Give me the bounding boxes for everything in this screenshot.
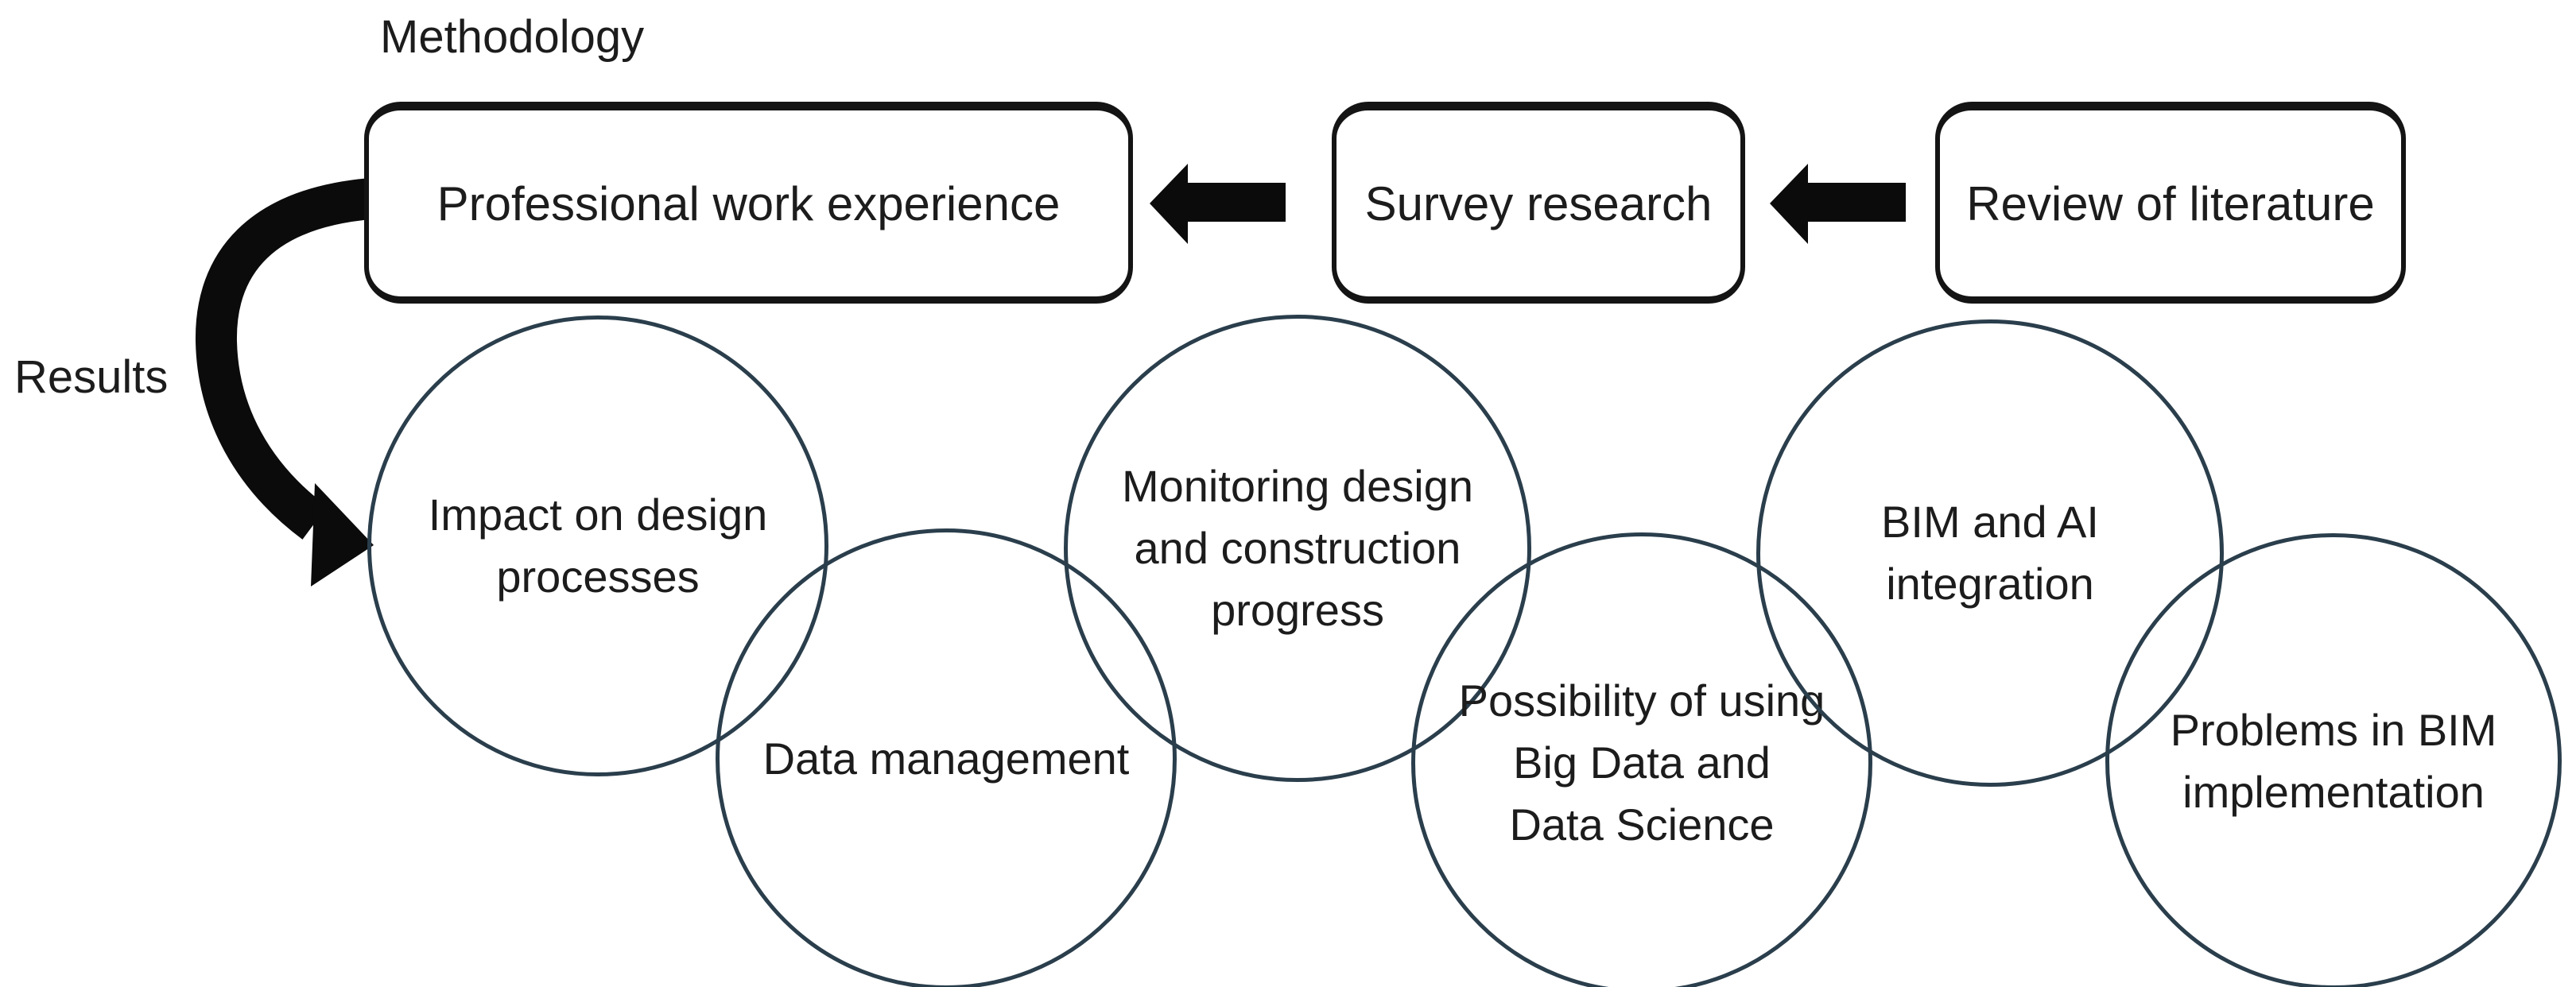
circle-label-line: Problems in BIM <box>2170 705 2497 755</box>
circle-monitoring-design-construction-progress: Monitoring design and construction progr… <box>1064 315 1531 782</box>
curved-results-arrow <box>195 178 374 586</box>
circle-label-line: Possibility of using <box>1458 675 1825 726</box>
box-survey-research: Survey research <box>1332 102 1745 304</box>
circle-data-management: Data management <box>716 528 1177 987</box>
circle-problems-in-bim-implementation: Problems in BIM implementation <box>2105 533 2562 987</box>
circle-label-line: processes <box>496 552 700 602</box>
methodology-label: Methodology <box>380 11 645 63</box>
circle-label-line: Impact on design <box>428 490 768 540</box>
circle-label-line: Data management <box>762 733 1130 784</box>
circle-label-line: and construction <box>1134 523 1461 573</box>
circle-label-line: progress <box>1211 585 1384 635</box>
box-professional-work-experience: Professional work experience <box>364 102 1133 304</box>
box-label: Review of literature <box>1966 176 2375 230</box>
arrow-survey-to-professional <box>1150 164 1286 244</box>
results-label: Results <box>14 351 169 403</box>
circle-label-line: Monitoring design <box>1121 461 1474 511</box>
circle-label-line: BIM and AI <box>1881 497 2099 547</box>
circle-label-line: implementation <box>2182 767 2485 817</box>
box-label: Professional work experience <box>436 176 1061 230</box>
circle-label-line: integration <box>1886 559 2094 609</box>
box-review-of-literature: Review of literature <box>1935 102 2406 304</box>
box-label: Survey research <box>1364 176 1713 230</box>
circle-big-data-data-science: Possibility of using Big Data and Data S… <box>1411 532 1872 987</box>
arrow-literature-to-survey <box>1770 164 1906 244</box>
circle-label-line: Big Data and <box>1513 737 1771 788</box>
circle-impact-on-design-processes: Impact on design processes <box>367 315 828 776</box>
circle-label-line: Data Science <box>1509 799 1775 850</box>
circle-bim-ai-integration: BIM and AI integration <box>1756 319 2224 787</box>
